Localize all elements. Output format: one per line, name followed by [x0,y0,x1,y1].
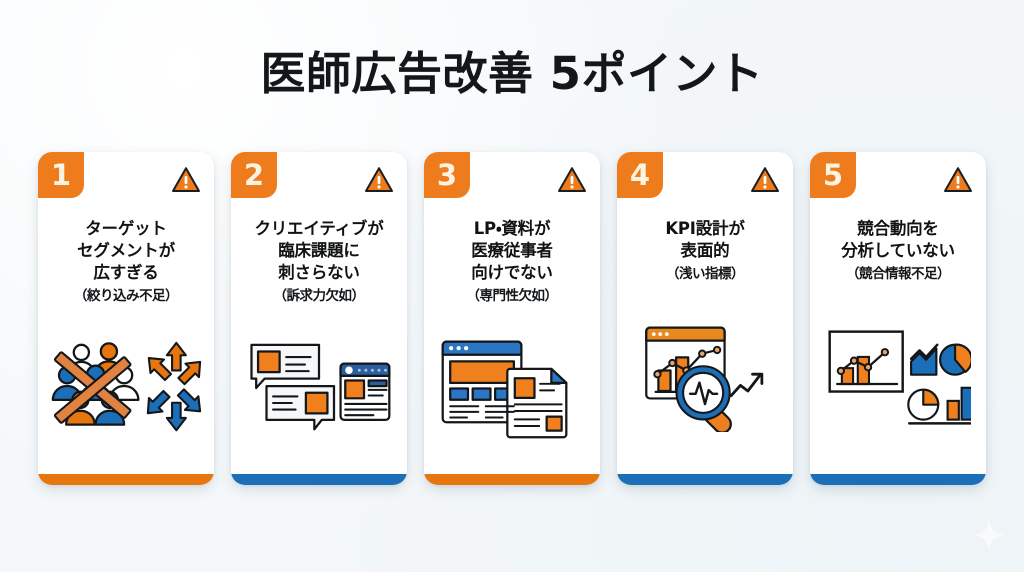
card-accent-bar [810,474,986,485]
card-subtitle: （絞り込み不足） [74,288,179,304]
card-text-block: クリエイティブが 臨床課題に 刺さらない （訴求力欠如） [231,218,407,305]
sparkle-watermark-icon [972,518,1006,552]
card-illustration-crossed-out-audience [38,305,214,485]
card-illustration-landing-page-and-document [424,305,600,485]
card-accent-bar [38,474,214,485]
card-title: ターゲット セグメントが 広すぎる [77,219,175,282]
card-subtitle: （訴求力欠如） [273,288,366,304]
card-accent-bar [617,474,793,485]
card-title: LP・資料が 医療従事者 向けでない [471,219,553,282]
card-text-block: KPI設計が 表面的 （浅い指標） [617,218,793,283]
card-number-badge: 2 [231,152,277,198]
warning-triangle-icon [171,166,201,194]
card-illustration-dashboard-magnifier [617,283,793,485]
card-illustration-speech-bubbles [231,305,407,485]
card-text-block: LP・資料が 医療従事者 向けでない （専門性欠如） [424,218,600,305]
card-subtitle: （専門性欠如） [466,288,559,304]
warning-triangle-icon [750,166,780,194]
card-number-badge: 3 [424,152,470,198]
card-text-block: 競合動向を 分析していない （競合情報不足） [810,218,986,283]
point-card-1[interactable]: 1 ターゲット セグメントが 広すぎる （絞り込み不足） [38,152,214,485]
card-title: 競合動向を 分析していない [841,219,955,260]
warning-triangle-icon [364,166,394,194]
card-illustration-analytics-icons [810,283,986,485]
points-card-rail: 1 ターゲット セグメントが 広すぎる （絞り込み不足） [0,152,1024,485]
point-card-2[interactable]: 2 クリエイティブが 臨床課題に 刺さらない （訴求力欠如） [231,152,407,485]
card-title: クリエイティブが 臨床課題に 刺さらない [254,219,384,282]
card-subtitle: （浅い指標） [666,266,745,282]
card-title: KPI設計が 表面的 [665,219,745,260]
point-card-3[interactable]: 3 LP・資料が 医療従事者 向けでない （専門性欠如） [424,152,600,485]
card-number-badge: 1 [38,152,84,198]
card-number-badge: 5 [810,152,856,198]
warning-triangle-icon [557,166,587,194]
point-card-4[interactable]: 4 KPI設計が 表面的 （浅い指標） [617,152,793,485]
card-accent-bar [424,474,600,485]
warning-triangle-icon [943,166,973,194]
card-number-badge: 4 [617,152,663,198]
card-subtitle: （競合情報不足） [846,266,951,282]
point-card-5[interactable]: 5 競合動向を 分析していない （競合情報不足） [810,152,986,485]
card-text-block: ターゲット セグメントが 広すぎる （絞り込み不足） [38,218,214,305]
card-accent-bar [231,474,407,485]
page-title: 医師広告改善 5ポイント [260,47,764,100]
